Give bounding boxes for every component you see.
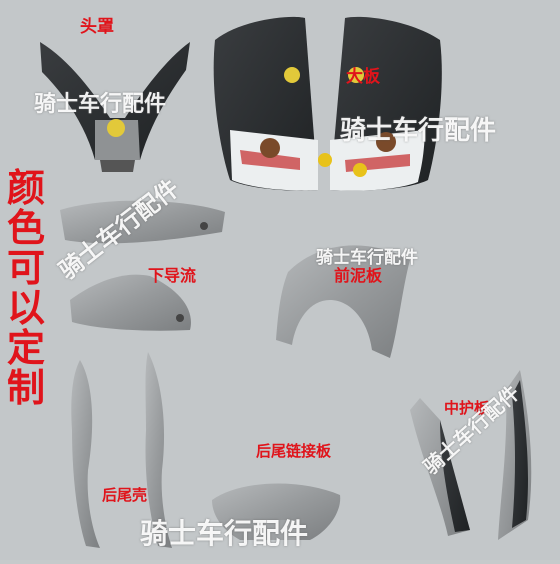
lower-deflector-label: 下导流 [148,266,197,285]
head-cover-part [40,42,190,172]
rear-tail-shell-label: 后尾壳 [102,486,148,504]
ferrari-badge-icon [284,67,300,83]
tail-link-plate-part [212,483,341,540]
ups-logo-icon [376,132,396,152]
side-char: 可 [6,246,45,290]
rear-tail-shell-part [71,352,172,548]
shell-logo-icon [318,153,332,167]
lower-deflector-part [60,200,225,331]
watermark: 骑士车行配件 [34,91,167,117]
side-char: 定 [6,326,45,370]
shell-logo-icon [353,163,367,177]
side-char: 以 [6,286,45,330]
watermark: 骑士车行配件 [316,248,418,268]
middle-guard-part [410,370,532,540]
front-fender-part [276,245,410,358]
ups-logo-icon [260,138,280,158]
side-char: 颜 [6,166,45,210]
tail-link-plate-label: 后尾链接板 [256,442,332,460]
head-cover-label: 头罩 [80,17,114,37]
ferrari-badge-icon [107,119,125,137]
ferrari-badge-icon [348,67,364,83]
watermark: 骑士车行配件 [340,116,497,146]
watermark: 骑士车行配件 [140,517,309,550]
big-panel-label: 大板 [346,67,380,87]
side-char: 色 [6,206,45,250]
customizable-color-text: 颜 色 可 以 定 制 [4,168,48,408]
middle-guard-label: 中护板 [444,399,490,417]
side-char: 制 [6,366,45,410]
front-fender-label: 前泥板 [334,266,383,285]
big-panel-part [213,16,442,191]
